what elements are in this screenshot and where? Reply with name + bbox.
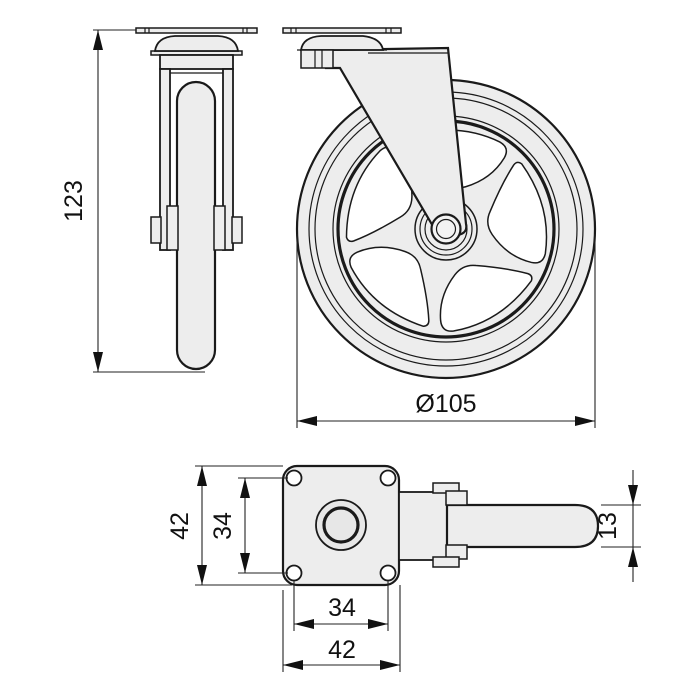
arrowhead-left	[294, 619, 314, 629]
mount-plate-side-edge	[135, 27, 258, 34]
arrowhead-up	[197, 466, 207, 486]
arrowhead-up	[628, 547, 638, 567]
spoke-cutout	[439, 264, 533, 332]
axle-nut-right	[231, 216, 243, 244]
wheel-top-profile	[445, 503, 600, 549]
swivel-dome-front	[299, 35, 385, 51]
dimension-hole-spacing-horizontal: 34	[293, 581, 389, 631]
dimension-label-wheel-width: 13	[594, 512, 622, 540]
dimension-wheel-diameter: Ø105	[296, 234, 596, 428]
dimension-plate-size-horizontal: 42	[282, 585, 401, 672]
arrowhead-left	[283, 660, 303, 670]
top-view: 42 34 34 42	[166, 464, 641, 672]
screw-hole-bottom-left	[285, 564, 303, 582]
dimension-label-hole-spacing-horizontal: 34	[328, 594, 356, 622]
fork-tab-bottom-outer	[432, 556, 460, 568]
side-view: 123	[60, 27, 258, 373]
dimension-label-plate-size-vertical: 42	[166, 512, 194, 540]
dimension-label-hole-spacing-vertical: 34	[209, 512, 237, 540]
hub-spacer-right	[213, 205, 226, 251]
dimension-hole-spacing-vertical: 34	[209, 477, 288, 574]
arrowhead-right	[368, 619, 388, 629]
dimension-overall-height: 123	[60, 29, 205, 373]
axle-cap-inner	[435, 218, 457, 240]
dimension-label-wheel-diameter: Ø105	[415, 390, 476, 418]
arrowhead-down	[93, 352, 103, 372]
dimension-label-plate-size-horizontal: 42	[328, 636, 356, 664]
screw-hole-bottom-right	[379, 564, 397, 582]
arrowhead-down	[240, 553, 250, 573]
axle-nut-left	[150, 216, 162, 244]
spoke-cutout	[349, 246, 430, 327]
fork-bridge-side	[159, 54, 234, 70]
fork-body-top	[398, 491, 448, 561]
spoke-cutout	[345, 146, 413, 243]
dimension-plate-size-vertical: 42	[166, 465, 292, 586]
screw-hole-top-right	[379, 469, 397, 487]
arrowhead-right	[380, 660, 400, 670]
arrowhead-down	[628, 485, 638, 505]
swivel-bearing-inner	[322, 506, 360, 544]
screw-hole-top-left	[285, 469, 303, 487]
hub-spacer-left	[166, 205, 179, 251]
fork-leg-right	[222, 68, 234, 251]
fork-leg-left	[159, 68, 171, 251]
kingpin-block	[300, 49, 334, 69]
mount-plate-front-edge	[282, 27, 402, 34]
wheel-side-profile	[175, 80, 217, 371]
fork-tab-top-inner	[445, 490, 468, 506]
arrowhead-down	[197, 565, 207, 585]
arrowhead-up	[240, 478, 250, 498]
dimension-label-overall-height: 123	[60, 180, 88, 222]
wheel-spoke-cutouts	[345, 129, 548, 332]
front-view: Ø105	[282, 27, 597, 428]
spoke-cutout	[487, 161, 548, 264]
dimension-wheel-width: 13	[594, 470, 641, 582]
swivel-dome-side	[153, 35, 240, 52]
arrowhead-up	[93, 30, 103, 50]
arrowhead-left	[297, 416, 317, 426]
axle-cap-outer	[430, 213, 462, 245]
arrowhead-right	[575, 416, 595, 426]
